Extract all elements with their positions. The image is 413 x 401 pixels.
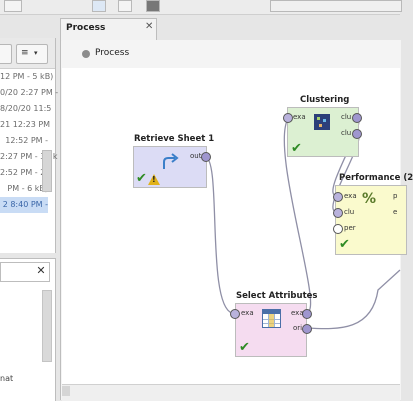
menu-icon: ≡ — [21, 48, 29, 58]
clustering-in-label: exa — [293, 113, 306, 121]
search-bar[interactable] — [270, 0, 402, 12]
repository-item[interactable]: 2 8:40 PM - — [0, 197, 48, 213]
cluster-grid-icon — [314, 114, 330, 130]
select-in-port[interactable] — [230, 309, 240, 319]
select-out-port-ori[interactable] — [302, 324, 312, 334]
run-button[interactable] — [92, 0, 106, 12]
wire-select-to-clustering — [283, 116, 312, 313]
clustering-out-port-1[interactable] — [352, 113, 362, 123]
tab-process[interactable] — [60, 18, 157, 41]
repository-item[interactable]: 21 12:23 PM — [0, 120, 51, 129]
chevron-down-icon: ▾ — [34, 49, 38, 57]
performance-in-label-clu: clu — [344, 208, 355, 216]
select-out-port-exa[interactable] — [302, 309, 312, 319]
performance-out-label-e: e — [393, 208, 398, 216]
operator-retrieve[interactable]: ✔ ! — [133, 146, 207, 188]
status-check-icon: ✔ — [136, 171, 147, 186]
performance-in-label-per: per — [344, 224, 356, 232]
close-icon[interactable]: ✕ — [145, 21, 154, 32]
select-out-label-ori: ori — [293, 324, 303, 332]
clustering-out-label-1: clu — [341, 113, 352, 121]
operator-search-input[interactable] — [0, 262, 50, 282]
breadcrumb — [62, 40, 400, 69]
retrieve-out-port[interactable] — [201, 152, 211, 162]
repository-scrollbar[interactable] — [42, 150, 52, 192]
performance-out-label-p: p — [393, 192, 398, 200]
clustering-in-port[interactable] — [283, 113, 293, 123]
status-check-icon: ✔ — [291, 141, 302, 156]
process-icon — [82, 50, 90, 58]
performance-in-port-per[interactable] — [333, 224, 343, 234]
wire-select-ori-out — [306, 269, 401, 330]
repository-item[interactable]: 2:52 PM - 20 — [0, 168, 51, 177]
breadcrumb-label[interactable]: Process — [95, 48, 130, 58]
repository-menu-button[interactable]: ≡ ▾ — [16, 44, 48, 64]
operator-select-title: Select Attributes — [236, 291, 318, 301]
select-out-label-exa: exa — [291, 309, 304, 317]
repository-item[interactable]: 2:27 PM - 30 k — [0, 152, 58, 161]
performance-in-port-exa[interactable] — [333, 192, 343, 202]
stop-button[interactable] — [146, 0, 160, 12]
clustering-out-label-2: clu — [341, 129, 352, 137]
close-icon[interactable]: ✕ — [36, 264, 46, 277]
performance-in-port-clu[interactable] — [333, 208, 343, 218]
performance-in-label-exa: exa — [344, 192, 357, 200]
repository-item[interactable]: 0/20 2:27 PM - 5 — [0, 88, 66, 97]
toolbar-button[interactable] — [4, 0, 22, 12]
canvas-horizontal-scrollbar[interactable] — [62, 384, 400, 401]
repository-item[interactable]: 8/20/20 11:5 — [0, 104, 52, 113]
table-icon — [262, 309, 281, 328]
retrieve-out-label: out — [190, 152, 202, 160]
percent-icon: % — [362, 191, 377, 207]
operator-select-attributes[interactable]: ✔ — [235, 303, 307, 357]
operator-retrieve-title: Retrieve Sheet 1 — [134, 134, 215, 144]
operator-performance-title: Performance (2 — [339, 173, 413, 183]
status-check-icon: ✔ — [339, 237, 350, 252]
retrieve-arrow-icon — [163, 153, 179, 169]
wire-retrieve-to-select — [204, 156, 233, 314]
tab-process-label: Process — [66, 23, 106, 33]
scrollbar-thumb[interactable] — [62, 386, 70, 396]
warning-icon — [148, 174, 160, 185]
operator-clustering-title: Clustering — [300, 95, 350, 105]
operator-performance[interactable]: % ✔ — [335, 185, 407, 255]
repository-panel — [0, 38, 56, 253]
repository-toolbar: ≡ ▾ — [0, 38, 55, 69]
status-check-icon: ✔ — [239, 340, 250, 355]
repository-item[interactable]: PM - 6 kB) — [7, 184, 48, 193]
repository-item[interactable]: 12 PM - 5 kB) — [0, 72, 54, 81]
operator-clustering[interactable]: ✔ — [287, 107, 359, 157]
repository-item[interactable]: 12:52 PM - — [5, 136, 48, 145]
repository-list: 12 PM - 5 kB) 0/20 2:27 PM - 5 8/20/20 11:… — [0, 68, 66, 218]
toolbar-button-2[interactable] — [118, 0, 132, 12]
repository-nav-button[interactable] — [0, 44, 12, 64]
select-in-label: exa — [241, 309, 254, 317]
clustering-out-port-2[interactable] — [352, 129, 362, 139]
truncated-text: nat — [0, 374, 14, 383]
operators-scrollbar[interactable] — [42, 290, 52, 362]
